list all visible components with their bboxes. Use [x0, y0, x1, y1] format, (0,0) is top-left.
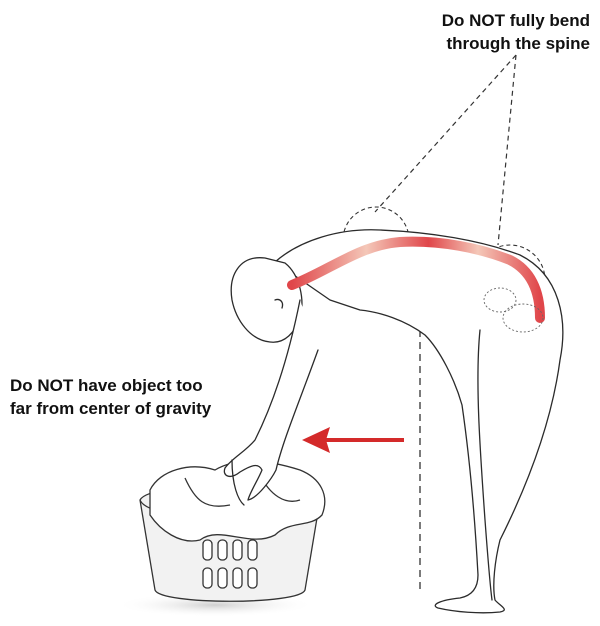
spine-leader-lines [375, 55, 516, 245]
left-arrow-icon [302, 427, 404, 453]
laundry-basket-icon [140, 461, 325, 601]
